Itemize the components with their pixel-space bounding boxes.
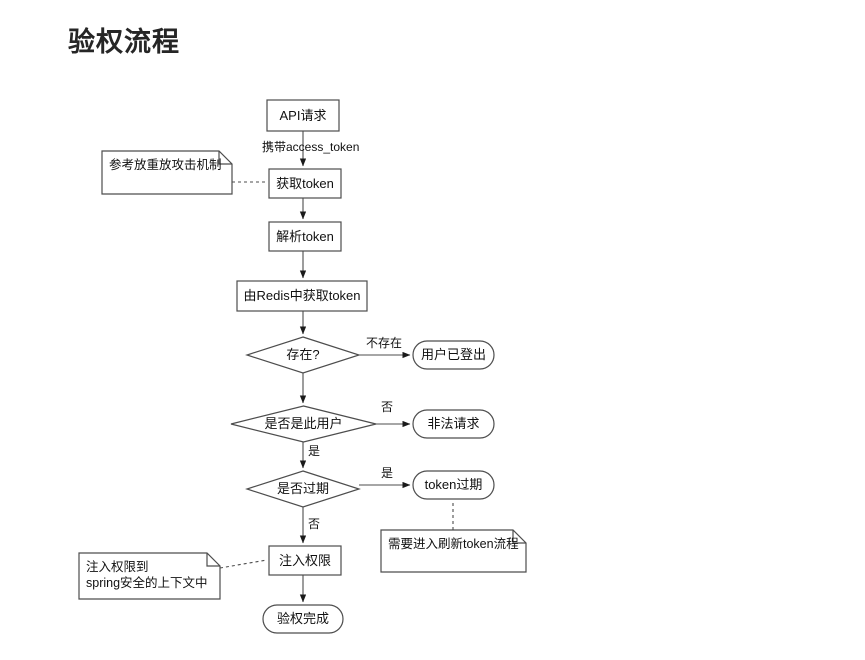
node-get-token[interactable] xyxy=(268,168,342,199)
node-redis-token[interactable] xyxy=(236,280,368,312)
label-carry-token: 携带access_token xyxy=(262,140,360,154)
flow-notes xyxy=(78,150,527,600)
node-same-user[interactable] xyxy=(230,405,377,443)
flow-edges xyxy=(219,131,454,603)
label-yes-expired: 是 xyxy=(381,466,394,480)
node-api-request[interactable] xyxy=(266,99,340,132)
node-exists[interactable] xyxy=(245,336,361,374)
node-illegal-request[interactable] xyxy=(412,409,495,439)
page-title: 验权流程 xyxy=(68,27,180,57)
note-spring-context-label: 注入权限到 spring安全的上下文中 xyxy=(86,560,208,590)
note-replay-attack-label: 参考放重放攻击机制 xyxy=(109,158,222,172)
label-no-expired: 否 xyxy=(308,517,321,531)
node-user-logged-out[interactable] xyxy=(412,340,495,370)
note-refresh-token-label: 需要进入刷新token流程 xyxy=(388,537,519,551)
node-auth-done[interactable] xyxy=(262,604,344,634)
note-refresh-token-fold-icon xyxy=(512,530,526,544)
flow-nodes xyxy=(230,99,495,634)
node-inject-auth[interactable] xyxy=(268,545,342,576)
note-spring-context[interactable] xyxy=(78,552,221,600)
note-replay-attack-fold-icon xyxy=(218,151,232,165)
note-replay-attack[interactable] xyxy=(101,150,233,195)
node-parse-token[interactable] xyxy=(268,221,342,252)
node-token-expired[interactable] xyxy=(412,470,495,500)
label-no-user: 否 xyxy=(381,400,394,414)
label-not-exists: 不存在 xyxy=(366,336,403,350)
note-spring-context-fold-icon xyxy=(206,553,220,567)
label-yes-user: 是 xyxy=(308,444,321,458)
edge-note-spring-dashed xyxy=(219,559,268,569)
node-expired[interactable] xyxy=(245,470,361,508)
note-refresh-token[interactable] xyxy=(380,529,527,573)
